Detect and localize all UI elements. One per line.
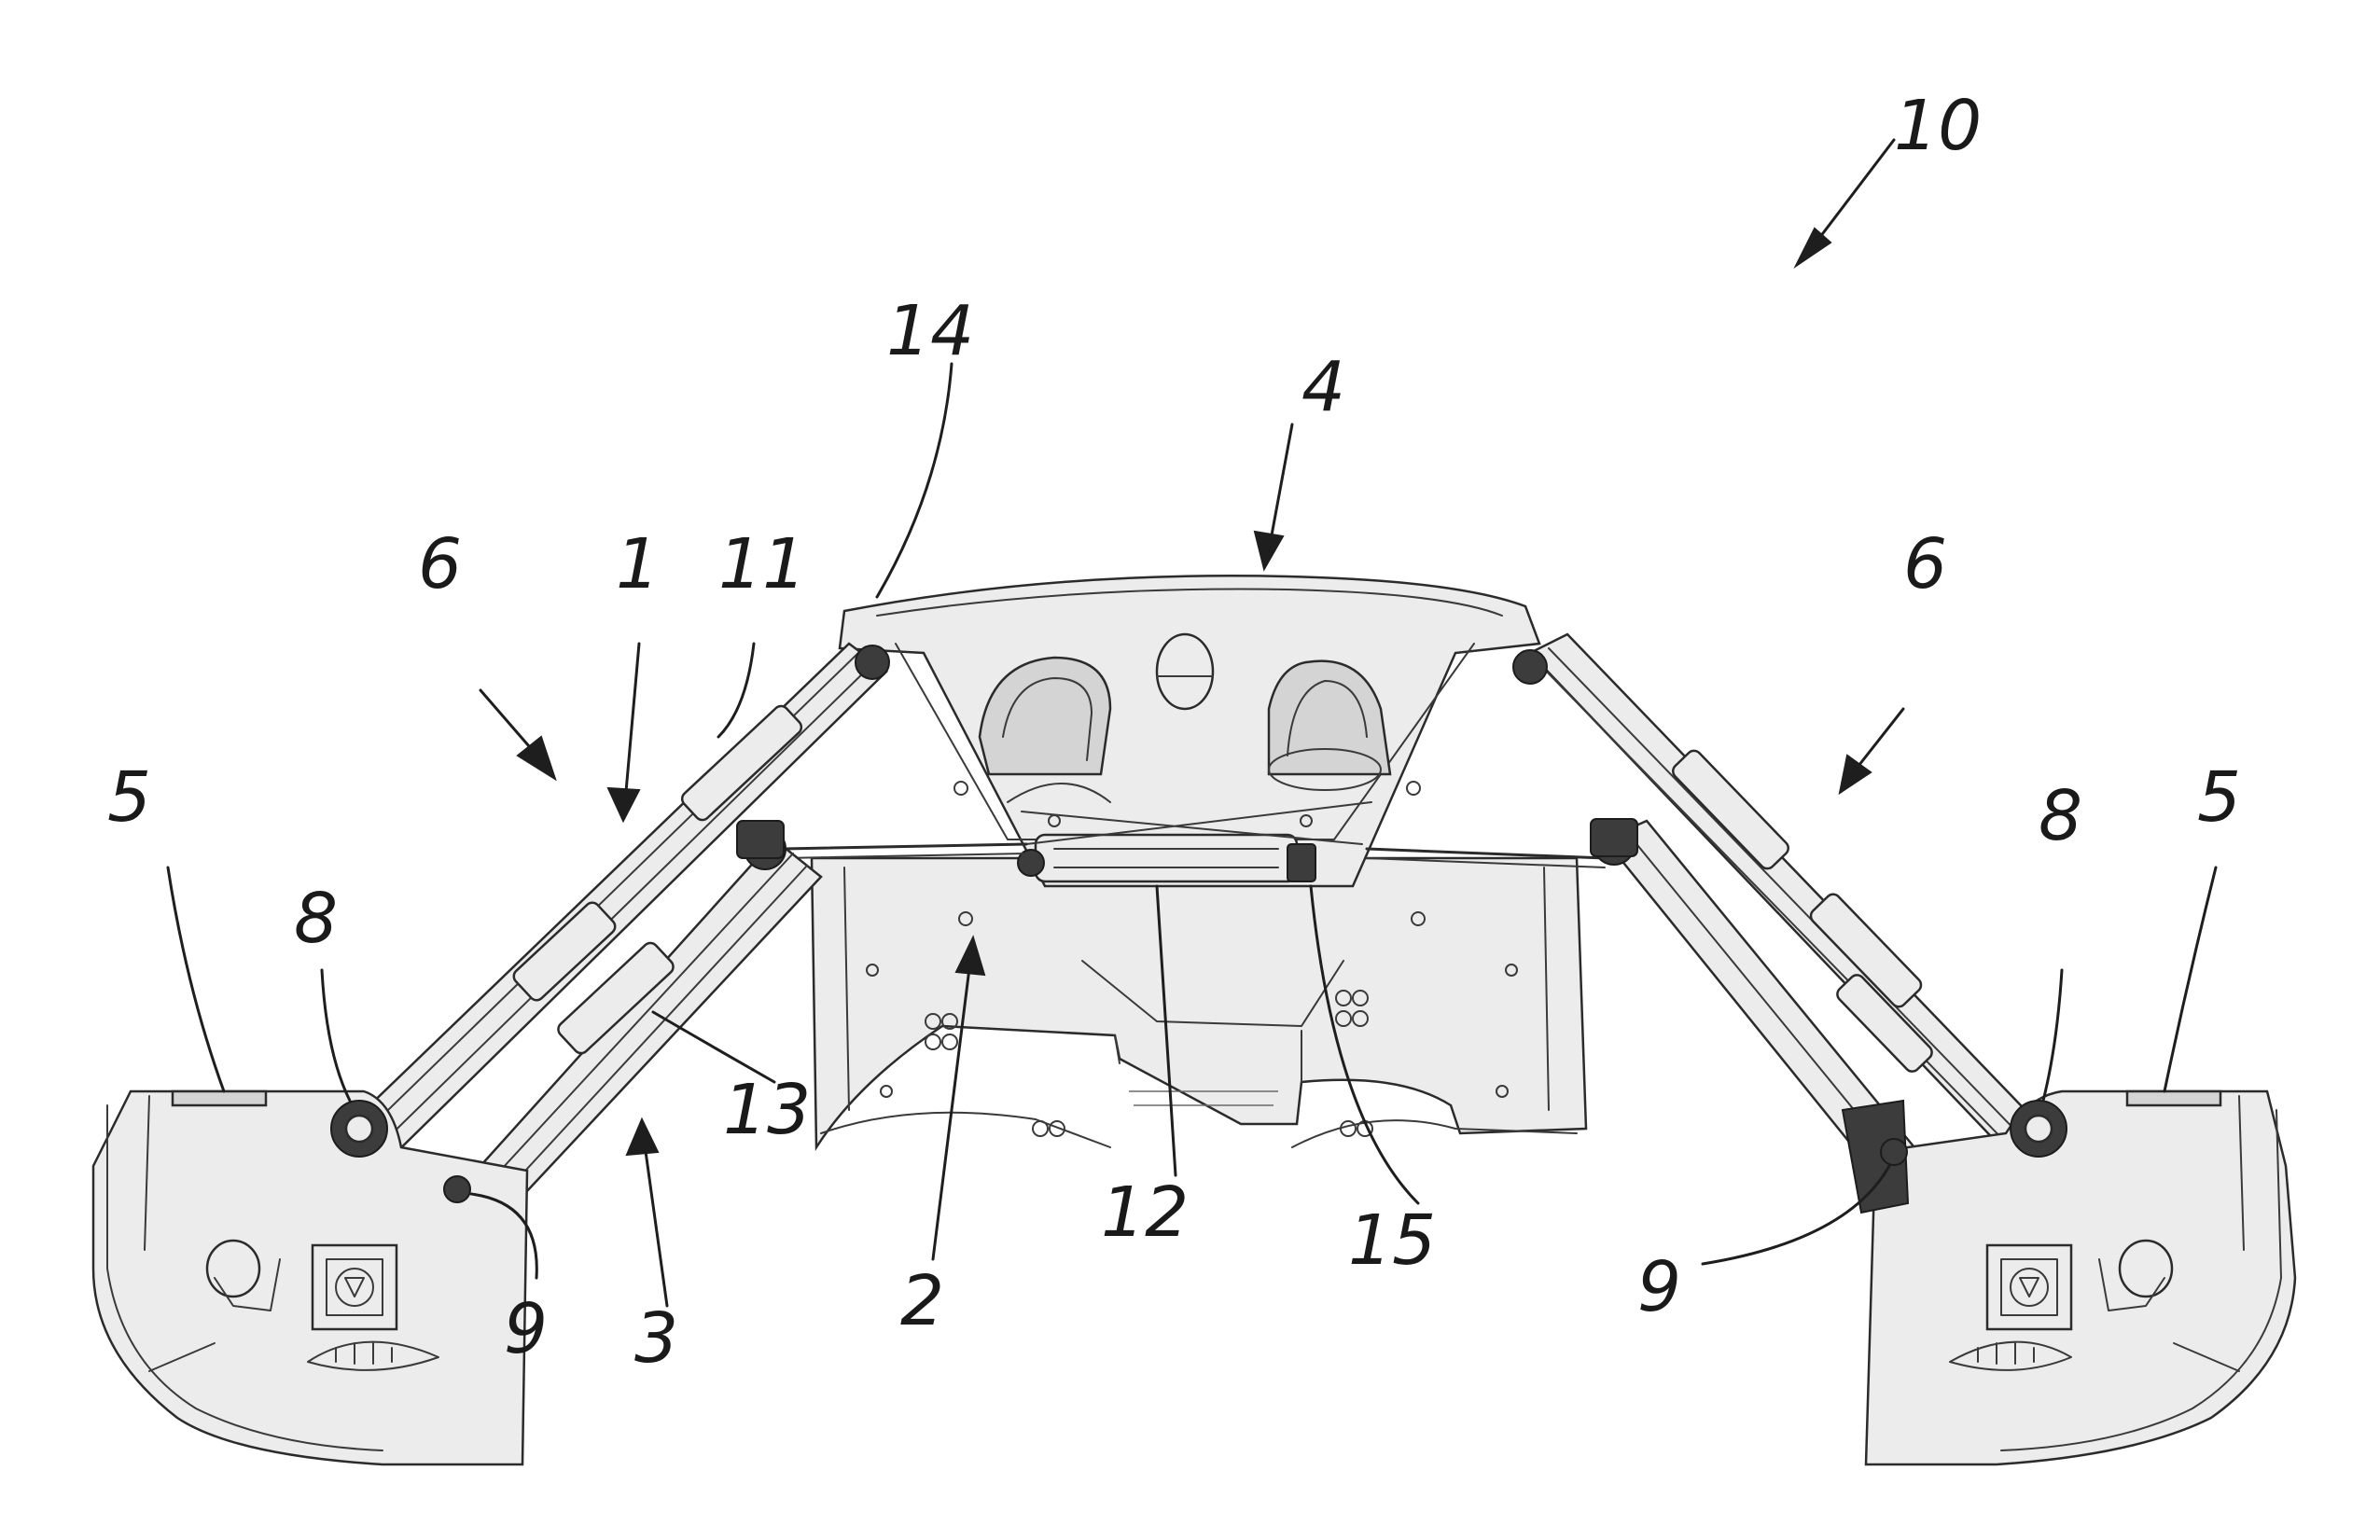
label-11: 11 bbox=[718, 524, 806, 604]
left-pod bbox=[93, 1091, 527, 1464]
label-14: 14 bbox=[886, 291, 974, 371]
label-8-left: 8 bbox=[294, 879, 338, 959]
right-pod bbox=[1843, 1091, 2295, 1464]
right-arm-assembly bbox=[1513, 634, 2043, 1180]
label-13: 13 bbox=[723, 1070, 811, 1150]
label-5-left: 5 bbox=[107, 757, 151, 838]
label-8-right: 8 bbox=[2039, 776, 2082, 856]
label-3: 3 bbox=[634, 1298, 678, 1379]
label-5-right: 5 bbox=[2197, 757, 2241, 838]
label-1: 1 bbox=[616, 524, 660, 604]
label-10: 10 bbox=[1894, 86, 1982, 166]
head-assembly bbox=[784, 576, 1605, 886]
label-9-left: 9 bbox=[504, 1289, 548, 1369]
label-9-right: 9 bbox=[1637, 1247, 1681, 1327]
label-15: 15 bbox=[1348, 1200, 1436, 1281]
central-body bbox=[812, 858, 1586, 1147]
label-4: 4 bbox=[1301, 347, 1345, 427]
label-6-right: 6 bbox=[1903, 524, 1947, 604]
label-2: 2 bbox=[900, 1261, 944, 1341]
label-6-left: 6 bbox=[418, 524, 462, 604]
label-12: 12 bbox=[1101, 1172, 1189, 1253]
